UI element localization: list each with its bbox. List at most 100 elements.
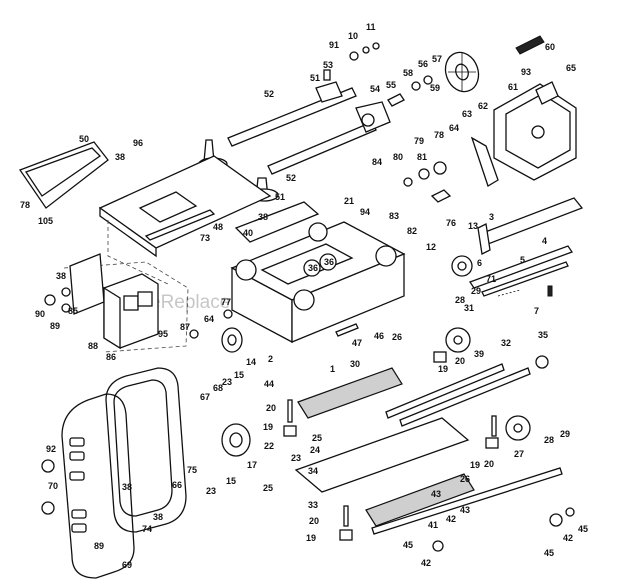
callout-6: 6 — [477, 258, 482, 268]
callout-20c: 20 — [484, 459, 494, 469]
callout-14: 14 — [246, 357, 256, 367]
callout-55: 55 — [386, 80, 396, 90]
callout-54: 54 — [370, 84, 380, 94]
pulley-cover-assembly — [403, 81, 577, 203]
callout-40: 40 — [243, 228, 253, 238]
callout-36b: 36 — [324, 257, 334, 267]
callout-71: 71 — [486, 274, 496, 284]
callout-42a: 42 — [446, 514, 456, 524]
callout-77: 77 — [221, 297, 231, 307]
callout-51a: 51 — [310, 73, 320, 83]
callout-19d: 19 — [306, 533, 316, 543]
callout-95: 95 — [158, 329, 168, 339]
callout-21: 21 — [344, 196, 354, 206]
callout-80: 80 — [393, 152, 403, 162]
callout-labels: 1 2 3 4 5 6 7 10 11 12 13 14 15 15 17 19… — [20, 22, 588, 570]
callout-7: 7 — [534, 306, 539, 316]
callout-42c: 42 — [563, 533, 573, 543]
callout-39: 39 — [474, 349, 484, 359]
callout-64a: 64 — [449, 123, 459, 133]
callout-75: 75 — [187, 465, 197, 475]
callout-33: 33 — [308, 500, 318, 510]
callout-38d: 38 — [122, 482, 132, 492]
callout-74: 74 — [142, 524, 152, 534]
callout-51b: 51 — [275, 192, 285, 202]
callout-96: 96 — [133, 138, 143, 148]
callout-68: 68 — [213, 383, 223, 393]
callout-5: 5 — [520, 255, 525, 265]
callout-63: 63 — [462, 109, 472, 119]
callout-36a: 36 — [308, 263, 318, 273]
callout-105: 105 — [38, 216, 53, 226]
callout-25b: 25 — [263, 483, 273, 493]
callout-44: 44 — [264, 379, 274, 389]
callout-94: 94 — [360, 207, 370, 217]
callout-79: 79 — [414, 136, 424, 146]
callout-52a: 52 — [264, 89, 274, 99]
callout-34: 34 — [308, 466, 318, 476]
callout-57: 57 — [432, 54, 442, 64]
callout-45c: 45 — [578, 524, 588, 534]
callout-4: 4 — [542, 236, 547, 246]
callout-43b: 43 — [460, 505, 470, 515]
callout-20a: 20 — [266, 403, 276, 413]
planer-base-frame — [230, 201, 406, 344]
callout-38a: 38 — [115, 152, 125, 162]
callout-45b: 45 — [544, 548, 554, 558]
callout-19c: 19 — [470, 460, 480, 470]
callout-42b: 42 — [421, 558, 431, 568]
callout-65: 65 — [566, 63, 576, 73]
callout-30: 30 — [350, 359, 360, 369]
callout-31: 31 — [464, 303, 474, 313]
dust-chute-and-bed — [18, 141, 272, 285]
callout-12: 12 — [426, 242, 436, 252]
callout-78a: 78 — [20, 200, 30, 210]
callout-1: 1 — [330, 364, 335, 374]
callout-64b: 64 — [204, 314, 214, 324]
callout-20d: 20 — [309, 516, 319, 526]
callout-56: 56 — [418, 59, 428, 69]
callout-48: 48 — [213, 222, 223, 232]
callout-91: 91 — [329, 40, 339, 50]
callout-23a: 23 — [222, 377, 232, 387]
callout-23b: 23 — [206, 486, 216, 496]
callout-35: 35 — [538, 330, 548, 340]
callout-60: 60 — [545, 42, 555, 52]
callout-24: 24 — [310, 445, 320, 455]
callout-22: 22 — [264, 441, 274, 451]
callout-67: 67 — [200, 392, 210, 402]
callout-38e: 38 — [153, 512, 163, 522]
callout-86: 86 — [106, 352, 116, 362]
callout-38b: 38 — [258, 212, 268, 222]
callout-32: 32 — [501, 338, 511, 348]
callout-50: 50 — [79, 134, 89, 144]
callout-87: 87 — [180, 322, 190, 332]
callout-26a: 26 — [392, 332, 402, 342]
callout-73: 73 — [200, 233, 210, 243]
callout-15b: 15 — [226, 476, 236, 486]
belt-cover-and-belts — [41, 367, 251, 579]
callout-52b: 52 — [286, 173, 296, 183]
callout-89a: 89 — [50, 321, 60, 331]
callout-19a: 19 — [263, 422, 273, 432]
callout-93: 93 — [521, 67, 531, 77]
callout-2: 2 — [268, 354, 273, 364]
callout-62: 62 — [478, 101, 488, 111]
callout-90: 90 — [35, 309, 45, 319]
callout-25a: 25 — [312, 433, 322, 443]
callout-11: 11 — [366, 22, 376, 32]
callout-47: 47 — [352, 338, 362, 348]
callout-29a: 29 — [471, 286, 481, 296]
callout-19b: 19 — [438, 364, 448, 374]
callout-27: 27 — [514, 449, 524, 459]
callout-85: 85 — [68, 306, 78, 316]
callout-17: 17 — [247, 460, 257, 470]
callout-46: 46 — [374, 331, 384, 341]
callout-20b: 20 — [455, 356, 465, 366]
callout-82: 82 — [407, 226, 417, 236]
callout-81: 81 — [417, 152, 427, 162]
motor-and-switch — [44, 253, 243, 353]
guide-rail-assembly — [451, 197, 584, 297]
callout-66: 66 — [172, 480, 182, 490]
callout-92: 92 — [46, 444, 56, 454]
